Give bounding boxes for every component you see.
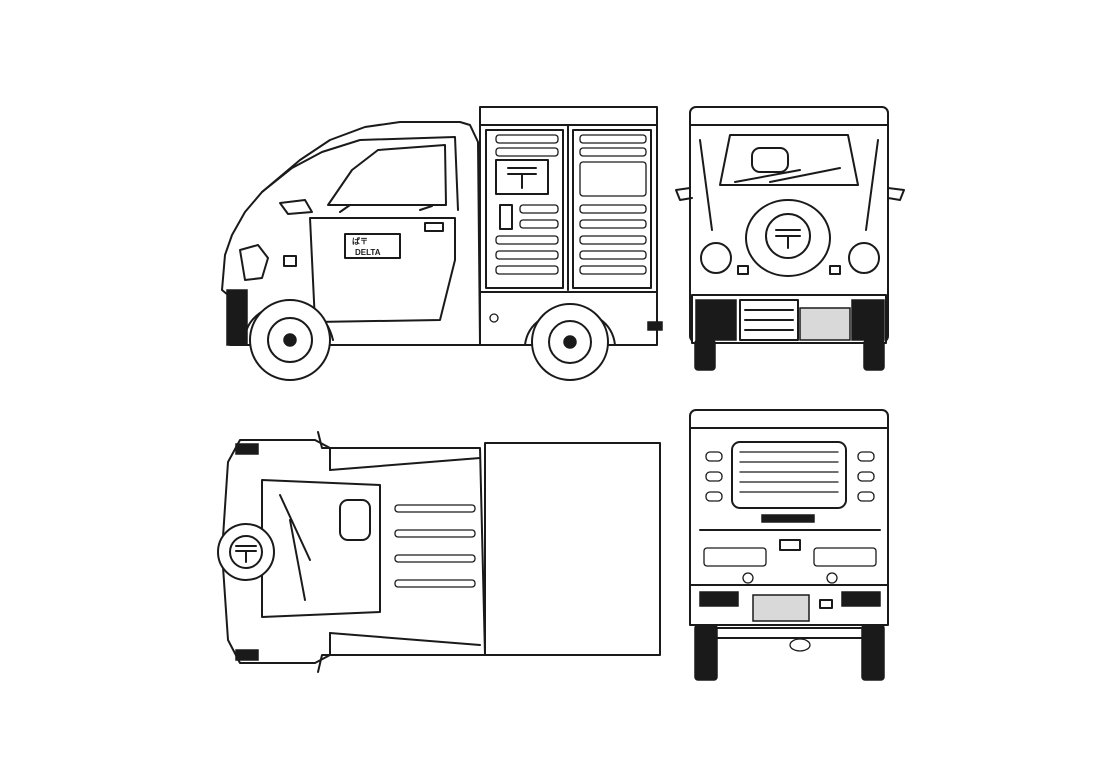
front-left-mirror xyxy=(675,187,693,201)
side-rear-hub xyxy=(563,335,577,349)
rear-right-panel xyxy=(813,547,877,567)
rear-view xyxy=(689,409,889,681)
side-cargo-left-slats xyxy=(495,134,559,275)
rear-handle xyxy=(779,539,801,551)
rear-plate-lamp xyxy=(819,599,833,609)
side-rear-lamp xyxy=(647,321,663,331)
front-plate xyxy=(799,307,851,341)
front-wipers xyxy=(734,167,841,183)
top-mirror-housing xyxy=(339,499,371,541)
rear-right-vents xyxy=(857,451,875,502)
top-postal-mark-icon xyxy=(235,545,257,563)
top-right-mirror xyxy=(317,654,331,673)
side-front-bumper xyxy=(226,289,248,346)
rear-left-vents xyxy=(705,451,723,502)
rear-left-panel xyxy=(703,547,767,567)
top-right-front-tyre xyxy=(235,649,259,661)
side-view: ぱ〒 DELTA xyxy=(221,106,663,381)
side-indicator-lamp xyxy=(283,255,297,267)
rear-right-tyre xyxy=(861,624,885,681)
side-mirror xyxy=(279,199,313,215)
side-fuel-cap xyxy=(489,313,499,323)
side-headlamp xyxy=(239,244,269,281)
side-cab-window xyxy=(327,144,447,206)
front-grille xyxy=(695,299,885,341)
top-left-front-tyre xyxy=(235,443,259,455)
front-windshield xyxy=(719,134,859,186)
front-right-indicator xyxy=(829,265,841,275)
front-right-mirror xyxy=(887,187,905,201)
side-door-handle xyxy=(424,222,444,232)
rear-badge xyxy=(761,514,815,523)
top-wipers xyxy=(279,494,311,601)
front-view xyxy=(675,106,905,371)
rear-left-tyre xyxy=(694,624,718,681)
rear-tow-hook xyxy=(789,638,811,652)
top-roof-slats xyxy=(394,504,476,588)
side-badge-plate xyxy=(344,233,401,259)
front-left-headlamp xyxy=(700,242,732,274)
rear-right-hook xyxy=(826,572,838,584)
side-cargo-handle xyxy=(499,204,513,230)
side-door-mirror-lines xyxy=(339,204,433,213)
side-front-hub xyxy=(283,333,297,347)
front-postal-mark-icon xyxy=(775,229,801,249)
top-left-mirror xyxy=(317,431,331,449)
front-left-tyre xyxy=(694,339,716,371)
front-right-tyre xyxy=(863,339,885,371)
side-a-pillar xyxy=(261,136,459,211)
side-badge-line2: DELTA xyxy=(355,248,381,257)
top-view xyxy=(217,431,661,673)
side-cargo-right-slats xyxy=(579,134,647,275)
front-mirror-housing xyxy=(751,147,789,173)
front-left-indicator xyxy=(737,265,749,275)
side-cargo-right-door xyxy=(572,129,652,289)
side-door-outline xyxy=(309,217,456,323)
side-cargo-left-door xyxy=(485,129,564,289)
rear-left-hook xyxy=(742,572,754,584)
side-postal-mark-icon xyxy=(507,167,537,189)
rear-left-lamp xyxy=(699,591,739,607)
top-cargo-box xyxy=(484,442,661,656)
side-badge-line1: ぱ〒 xyxy=(352,236,368,246)
rear-license-plate xyxy=(752,594,810,622)
front-right-headlamp xyxy=(848,242,880,274)
rear-window-slats xyxy=(739,451,839,493)
rear-right-lamp xyxy=(841,591,881,607)
